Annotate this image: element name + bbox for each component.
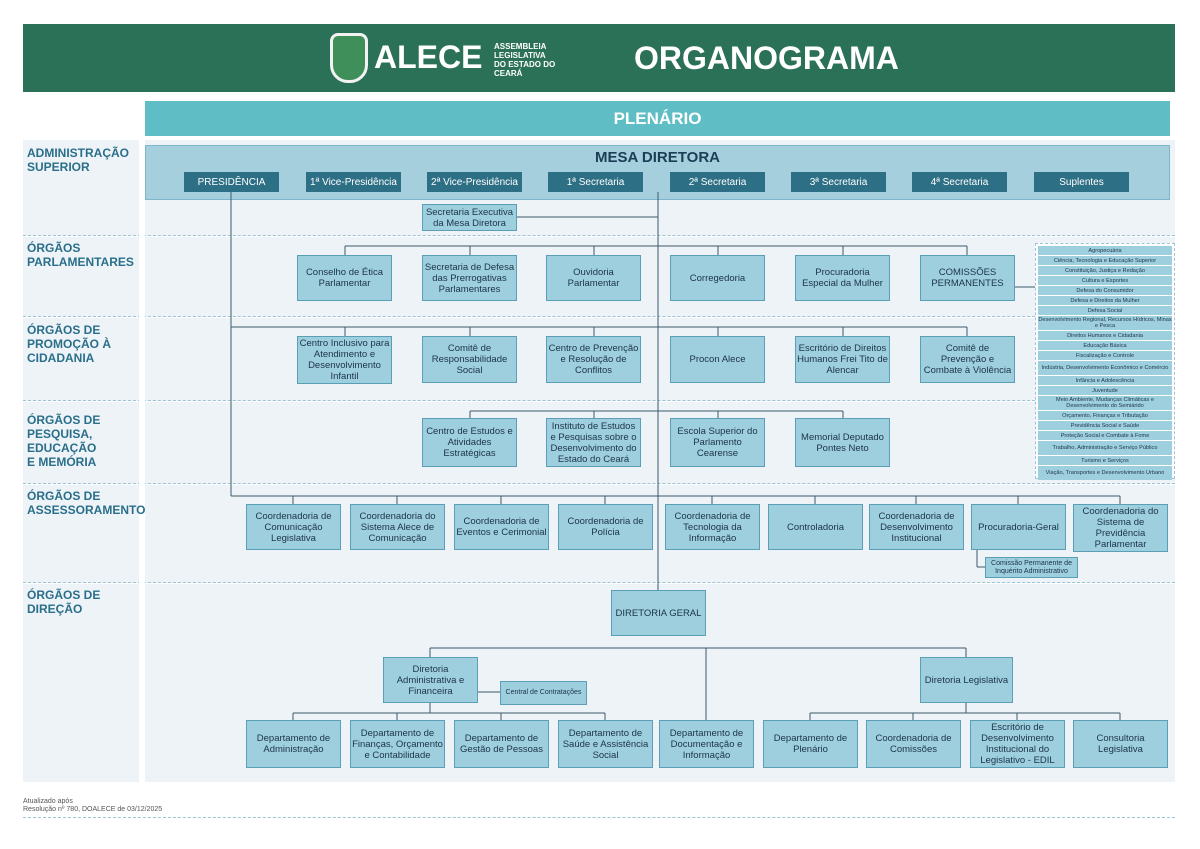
orgao-assessoramento-box[interactable]: Coordenadoria do Sistema de Previdência … <box>1073 504 1168 552</box>
comissao-item[interactable]: Indústria, Desenvolvimento Econômico e C… <box>1038 361 1172 375</box>
mesa-member-button[interactable]: 3ª Secretaria <box>791 172 886 192</box>
mesa-member-button[interactable]: 2ª Vice-Presidência <box>427 172 522 192</box>
comissao-item[interactable]: Viação, Transportes e Desenvolvimento Ur… <box>1038 466 1172 480</box>
column-separator <box>139 140 145 782</box>
comissao-inquerito-box[interactable]: Comissão Permanente de Inquérito Adminis… <box>985 557 1078 578</box>
page-title: ORGANOGRAMA <box>634 40 899 76</box>
section-label: ÓRGÃOS DE DIREÇÃO <box>27 588 101 616</box>
comissao-item[interactable]: Turismo e Serviços <box>1038 456 1172 465</box>
departamento-box[interactable]: Departamento de Gestão de Pessoas <box>454 720 549 768</box>
orgao-assessoramento-box[interactable]: Coordenadoria de Desenvolvimento Institu… <box>869 504 964 550</box>
comissao-item[interactable]: Educação Básica <box>1038 341 1172 350</box>
comissao-item[interactable]: Defesa do Consumidor <box>1038 286 1172 295</box>
comissao-item[interactable]: Juventude <box>1038 386 1172 395</box>
orgao-assessoramento-box[interactable]: Coordenadoria de Tecnologia da Informaçã… <box>665 504 760 550</box>
departamento-box[interactable]: Consultoria Legislativa <box>1073 720 1168 768</box>
comissao-item[interactable]: Infância e Adolescência <box>1038 376 1172 385</box>
footer-note: Atualizado após Resolução nº 780, DOALEC… <box>23 798 162 814</box>
mesa-member-button[interactable]: PRESIDÊNCIA <box>184 172 279 192</box>
orgao-promocao-box[interactable]: Centro de Prevenção e Resolução de Confl… <box>546 336 641 383</box>
header-bar <box>23 24 1175 92</box>
orgao-assessoramento-box[interactable]: Coordenadoria do Sistema Alece de Comuni… <box>350 504 445 550</box>
central-contratacoes-box[interactable]: Central de Contratações <box>500 681 587 705</box>
logo-name: ALECE <box>374 39 483 75</box>
diretoria-legislativa-box[interactable]: Diretoria Legislativa <box>920 657 1013 703</box>
orgao-assessoramento-box[interactable]: Coordenadoria de Comunicação Legislativa <box>246 504 341 550</box>
section-label: ÓRGÃOS DE ASSESSORAMENTO <box>27 489 146 517</box>
orgao-pesquisa-box[interactable]: Instituto de Estudos e Pesquisas sobre o… <box>546 418 641 467</box>
orgao-assessoramento-box[interactable]: Procuradoria-Geral <box>971 504 1066 550</box>
orgao-parlamentar-box[interactable]: Procuradoria Especial da Mulher <box>795 255 890 301</box>
section-label: ADMINISTRAÇÃO SUPERIOR <box>27 146 129 174</box>
orgao-assessoramento-box[interactable]: Coordenadoria de Eventos e Cerimonial <box>454 504 549 550</box>
orgao-pesquisa-box[interactable]: Escola Superior do Parlamento Cearense <box>670 418 765 467</box>
orgao-promocao-box[interactable]: Escritório de Direitos Humanos Frei Tito… <box>795 336 890 383</box>
footer-divider <box>23 817 1175 818</box>
orgao-parlamentar-box[interactable]: Secretaria de Defesa das Prerrogativas P… <box>422 255 517 301</box>
departamento-box[interactable]: Coordenadoria de Comissões <box>866 720 961 768</box>
orgao-promocao-box[interactable]: Centro Inclusivo para Atendimento e Dese… <box>297 336 392 384</box>
orgao-pesquisa-box[interactable]: Memorial Deputado Pontes Neto <box>795 418 890 467</box>
mesa-member-button[interactable]: 1ª Vice-Presidência <box>306 172 401 192</box>
comissao-item[interactable]: Previdência Social e Saúde <box>1038 421 1172 430</box>
mesa-member-button[interactable]: 2ª Secretaria <box>670 172 765 192</box>
comissao-item[interactable]: Agropecuária <box>1038 246 1172 255</box>
plenario-banner: PLENÁRIO <box>145 101 1170 136</box>
mesa-member-button[interactable]: Suplentes <box>1034 172 1129 192</box>
comissao-item[interactable]: Fiscalização e Controle <box>1038 351 1172 360</box>
diretoria-geral-box[interactable]: DIRETORIA GERAL <box>611 590 706 636</box>
logo-subtitle: ASSEMBLEIA LEGISLATIVA DO ESTADO DO CEAR… <box>494 42 556 78</box>
coat-of-arms-logo-icon <box>330 33 368 83</box>
section-label: ÓRGÃOS DE PROMOÇÃO À CIDADANIA <box>27 323 111 365</box>
orgao-promocao-box[interactable]: Comitê de Responsabilidade Social <box>422 336 517 383</box>
comissao-item[interactable]: Constituição, Justiça e Redação <box>1038 266 1172 275</box>
orgao-parlamentar-box[interactable]: Ouvidoria Parlamentar <box>546 255 641 301</box>
orgao-assessoramento-box[interactable]: Coordenadoria de Polícia <box>558 504 653 550</box>
comissao-item[interactable]: Ciência, Tecnologia e Educação Superior <box>1038 256 1172 265</box>
departamento-box[interactable]: Departamento de Saúde e Assistência Soci… <box>558 720 653 768</box>
comissao-item[interactable]: Defesa Social <box>1038 306 1172 315</box>
orgao-parlamentar-box[interactable]: Conselho de Ética Parlamentar <box>297 255 392 301</box>
comissao-item[interactable]: Cultura e Esportes <box>1038 276 1172 285</box>
diretoria-administrativa-box[interactable]: Diretoria Administrativa e Financeira <box>383 657 478 703</box>
departamento-box[interactable]: Departamento de Administração <box>246 720 341 768</box>
comissao-item[interactable]: Meio Ambiente, Mudanças Climáticas e Des… <box>1038 396 1172 410</box>
comissao-item[interactable]: Direitos Humanos e Cidadania <box>1038 331 1172 340</box>
footer-line-2: Resolução nº 780, DOALECE de 03/12/2025 <box>23 806 163 813</box>
section-label: ÓRGÃOS DE PESQUISA, EDUCAÇÃO E MEMÓRIA <box>27 413 101 469</box>
orgao-promocao-box[interactable]: Procon Alece <box>670 336 765 383</box>
departamento-box[interactable]: Escritório de Desenvolvimento Institucio… <box>970 720 1065 768</box>
mesa-diretora-title: MESA DIRETORA <box>594 149 720 166</box>
mesa-member-button[interactable]: 4ª Secretaria <box>912 172 1007 192</box>
comissao-item[interactable]: Proteção Social e Combate à Fome <box>1038 431 1172 440</box>
comissao-item[interactable]: Defesa e Direitos da Mulher <box>1038 296 1172 305</box>
orgao-pesquisa-box[interactable]: Centro de Estudos e Atividades Estratégi… <box>422 418 517 467</box>
departamento-box[interactable]: Departamento de Plenário <box>763 720 858 768</box>
departamento-box[interactable]: Departamento de Documentação e Informaçã… <box>659 720 754 768</box>
departamento-box[interactable]: Departamento de Finanças, Orçamento e Co… <box>350 720 445 768</box>
mesa-member-button[interactable]: 1ª Secretaria <box>548 172 643 192</box>
comissao-item[interactable]: Trabalho, Administração e Serviço Públic… <box>1038 441 1172 455</box>
footer-line-1: Atualizado após <box>23 798 73 805</box>
orgao-promocao-box[interactable]: Comitê de Prevenção e Combate à Violênci… <box>920 336 1015 383</box>
comissao-item[interactable]: Desenvolvimento Regional, Recursos Hídri… <box>1038 316 1172 330</box>
section-label: ÓRGÃOS PARLAMENTARES <box>27 241 134 269</box>
orgao-parlamentar-box[interactable]: Corregedoria <box>670 255 765 301</box>
secretaria-executiva-box[interactable]: Secretaria Executiva da Mesa Diretora <box>422 204 517 231</box>
orgao-parlamentar-box[interactable]: COMISSÕES PERMANENTES <box>920 255 1015 301</box>
orgao-assessoramento-box[interactable]: Controladoria <box>768 504 863 550</box>
comissao-item[interactable]: Orçamento, Finanças e Tributação <box>1038 411 1172 420</box>
